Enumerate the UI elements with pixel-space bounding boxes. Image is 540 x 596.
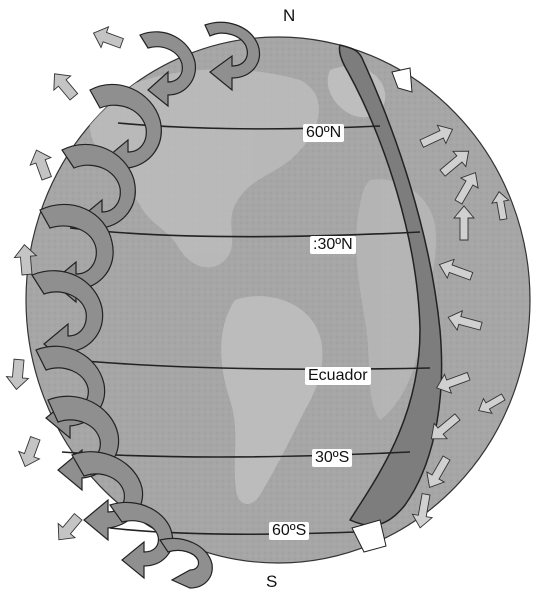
surface-wind-arrow-icon	[436, 371, 471, 394]
surface-wind-arrow-icon	[18, 436, 41, 468]
surface-wind-arrow-icon	[426, 455, 451, 489]
surface-wind-arrow-icon	[92, 26, 124, 49]
surface-wind-arrow-icon	[491, 191, 510, 221]
left-wind-arrows	[5, 26, 124, 541]
latitude-label-60s: 60ºS	[269, 522, 310, 540]
surface-wind-arrow-icon	[419, 124, 454, 148]
circulation-cell-arrow-icon	[159, 537, 213, 589]
surface-wind-arrow-icon	[29, 149, 52, 181]
surface-wind-arrow-icon	[438, 258, 474, 281]
surface-wind-arrow-icon	[478, 393, 506, 414]
latitude-label-30n: :30ºN	[310, 236, 356, 254]
latitude-label-30s: 30ºS	[312, 449, 353, 467]
circulation-cells	[31, 21, 261, 589]
south-america-land	[221, 296, 323, 505]
circulation-cell-arrow-icon	[204, 21, 261, 92]
surface-wind-arrow-icon	[57, 512, 83, 541]
north-marker-icon	[391, 67, 413, 93]
surface-wind-arrow-icon	[430, 413, 461, 440]
surface-wind-arrow-icon	[411, 493, 434, 529]
latitude-line-60s	[109, 527, 356, 536]
surface-wind-arrow-icon	[453, 205, 475, 241]
circulation-cell-arrow-icon	[139, 31, 196, 108]
south-marker-icon	[351, 519, 387, 553]
surface-wind-arrow-icon	[5, 358, 30, 391]
south-pole-label: S	[266, 572, 278, 591]
surface-wind-arrow-icon	[447, 309, 483, 332]
surface-wind-arrow-icon	[53, 73, 79, 101]
north-pole-label: N	[283, 6, 296, 25]
latitude-label-equator: Ecuador	[305, 367, 371, 385]
surface-wind-arrows	[411, 124, 510, 529]
surface-wind-arrow-icon	[454, 171, 479, 205]
surface-wind-arrow-icon	[13, 244, 38, 276]
surface-wind-arrow-icon	[439, 150, 470, 177]
circulation-cell-arrow-icon	[109, 501, 174, 580]
latitude-label-60n: 60ºN	[303, 124, 345, 142]
